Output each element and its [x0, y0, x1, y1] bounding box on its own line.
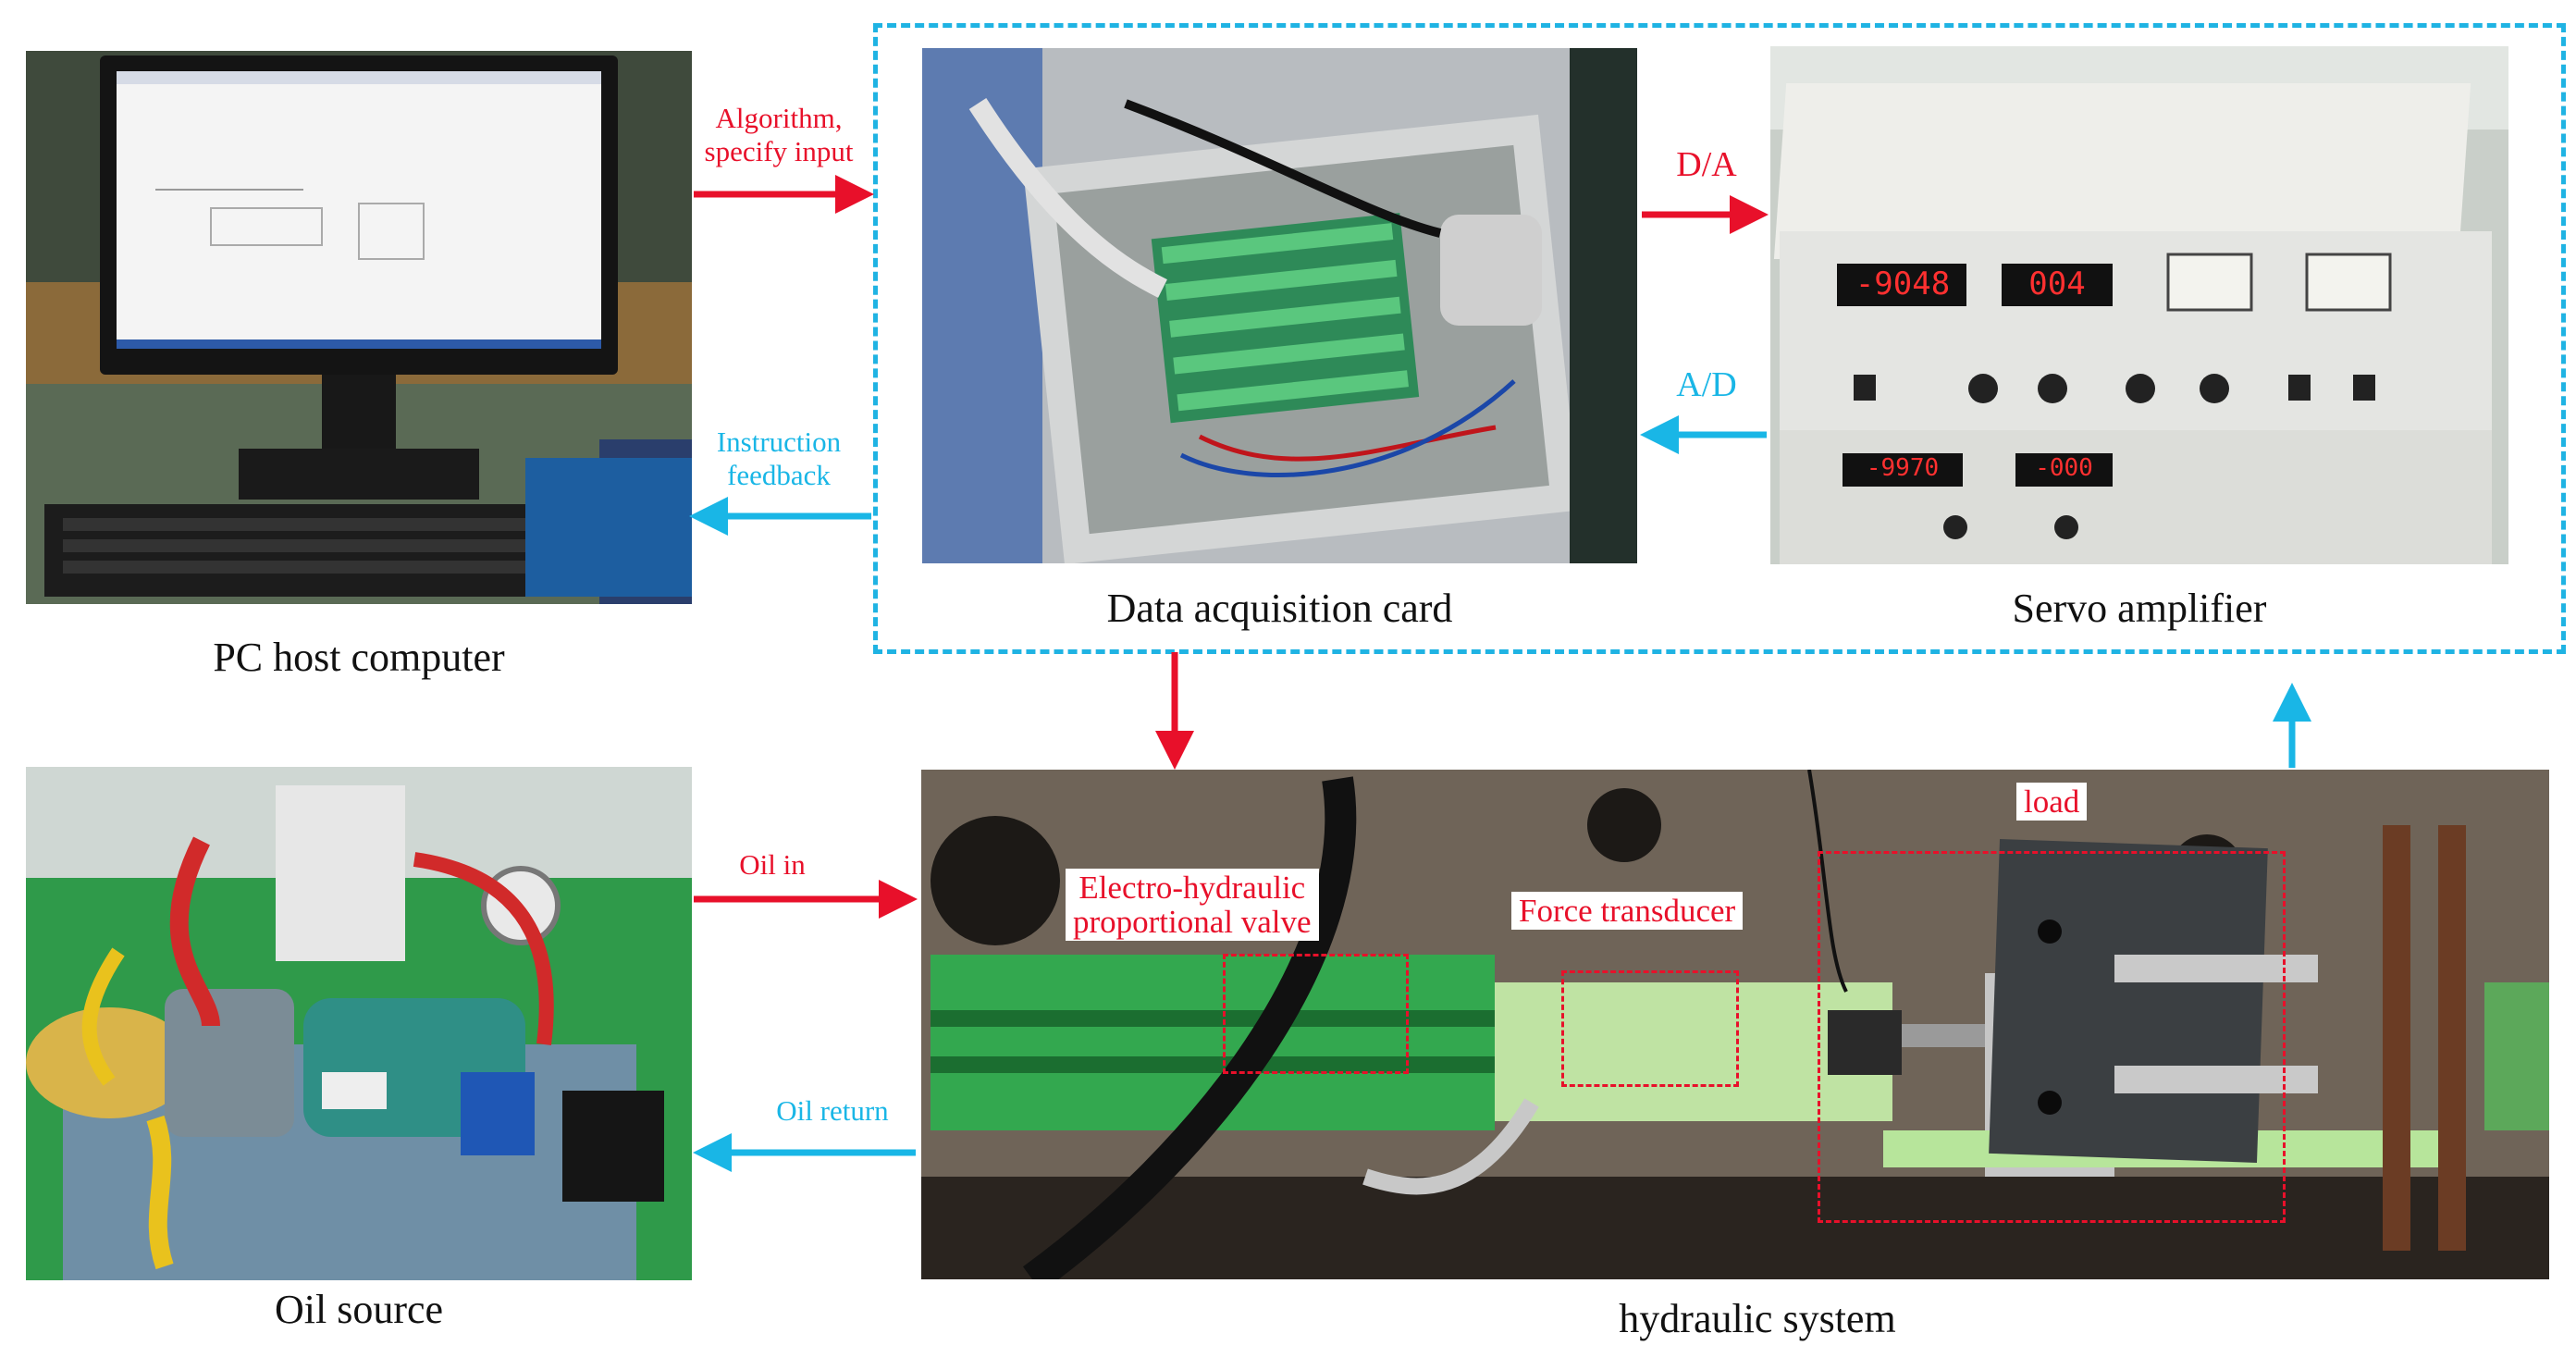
servo-display-3: -9970: [1866, 454, 1940, 482]
hydraulic-system-photo: [921, 770, 2549, 1279]
servo-display-4: -000: [2035, 454, 2093, 482]
servo-amplifier-photo: -9048 004 -9970 -000: [1770, 46, 2508, 564]
servo-amplifier-caption: Servo amplifier: [2012, 586, 2267, 631]
load-highlight-box: [1818, 851, 2286, 1223]
da-label: D/A: [1676, 145, 1737, 184]
acquisition-amplifier-group-box: [873, 23, 2566, 654]
algorithm-input-label: Algorithm, specify input: [704, 102, 854, 167]
hydraulic-system-caption: hydraulic system: [1619, 1296, 1896, 1341]
oil-source-photo: [26, 767, 692, 1280]
pc-host-computer-photo: [26, 51, 692, 604]
pc-host-computer-caption: PC host computer: [213, 635, 505, 680]
oil-source-caption: Oil source: [274, 1287, 444, 1332]
valve-highlight-box: [1223, 954, 1409, 1074]
force-transducer-callout-label: Force transducer: [1511, 892, 1744, 930]
data-acquisition-card-photo: [922, 48, 1637, 563]
ad-label: A/D: [1676, 365, 1737, 404]
servo-display-1: -9048: [1855, 265, 1951, 302]
force-transducer-highlight-box: [1561, 970, 1739, 1087]
load-callout-label: load: [2016, 783, 2088, 821]
valve-callout-label: Electro-hydraulic proportional valve: [1066, 869, 1319, 941]
instruction-feedback-label: Instruction feedback: [716, 426, 842, 491]
servo-display-2: 004: [2028, 265, 2086, 302]
oil-in-label: Oil in: [739, 848, 806, 881]
oil-return-label: Oil return: [776, 1094, 889, 1127]
data-acquisition-card-caption: Data acquisition card: [1106, 586, 1453, 631]
